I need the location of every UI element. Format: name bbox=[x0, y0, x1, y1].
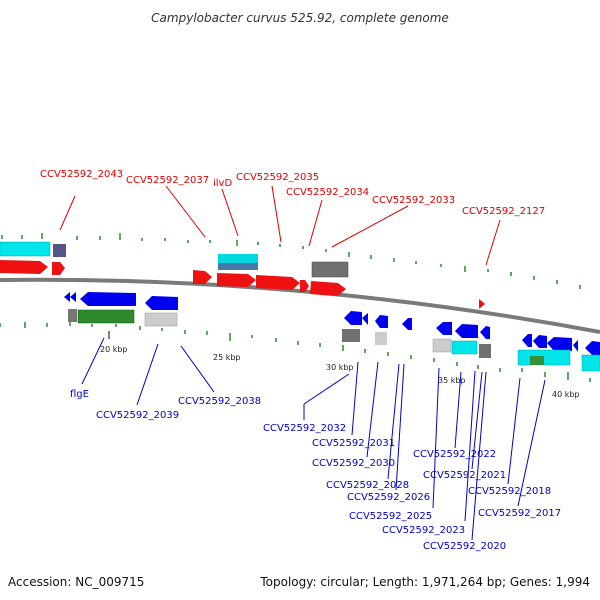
gene-label: CCV52592_2031 bbox=[312, 438, 395, 449]
forward-gene-arrow bbox=[310, 281, 346, 296]
gene-label: CCV52592_2028 bbox=[326, 480, 409, 491]
gene-label: CCV52592_2021 bbox=[423, 470, 506, 481]
ruler-label: 40 kbp bbox=[552, 390, 580, 399]
ruler: 20 kbp 25 kbp 30 kbp 35 kbp 40 kbp bbox=[100, 331, 580, 399]
ruler-label: 35 kbp bbox=[438, 376, 466, 385]
gc-ticks-lower bbox=[0, 322, 591, 382]
gene-label: CCV52592_2038 bbox=[178, 396, 261, 407]
gene-label: CCV52592_2022 bbox=[413, 449, 496, 460]
gene-label: CCV52592_2033 bbox=[372, 195, 455, 206]
gene-label: ilvD bbox=[213, 178, 232, 189]
top-leader-lines bbox=[59, 185, 501, 266]
ruler-label: 30 kbp bbox=[326, 363, 354, 372]
reverse-gene-arrow bbox=[522, 334, 532, 347]
forward-gene-arrow bbox=[479, 299, 485, 309]
forward-gene-arrow bbox=[256, 275, 300, 290]
pseudogene bbox=[375, 332, 387, 345]
gene-label: CCV52592_2037 bbox=[126, 175, 209, 186]
forward-gene-arrow bbox=[300, 280, 309, 292]
gene-block bbox=[77, 309, 135, 324]
ruler-label: 20 kbp bbox=[100, 345, 128, 354]
pseudogene bbox=[144, 312, 178, 327]
forward-gene-arrow bbox=[52, 262, 65, 275]
pseudogene bbox=[432, 338, 452, 353]
reverse-gene-arrow bbox=[436, 322, 452, 335]
gene-block bbox=[53, 244, 66, 257]
gene-label: CCV52592_2034 bbox=[286, 187, 369, 198]
gene-label: CCV52592_2023 bbox=[382, 525, 465, 536]
gene-label: CCV52592_2035 bbox=[236, 172, 319, 183]
gene-label: flgE bbox=[70, 389, 89, 400]
bottom-labels: flgE CCV52592_2039 CCV52592_2038 CCV5259… bbox=[70, 389, 561, 552]
reverse-gene-arrow bbox=[64, 292, 70, 302]
reverse-gene-arrow bbox=[480, 326, 490, 339]
genome-summary-text: Topology: circular; Length: 1,971,264 bp… bbox=[259, 575, 590, 589]
gene-label: CCV52592_2043 bbox=[40, 169, 123, 180]
reverse-gene-arrow bbox=[362, 313, 368, 325]
rna-feature bbox=[451, 340, 478, 355]
gene-block bbox=[530, 356, 544, 365]
reverse-gene-arrow bbox=[70, 292, 76, 302]
gene-label: CCV52592_2039 bbox=[96, 410, 179, 421]
pseudogene bbox=[68, 309, 77, 322]
reverse-strand-genes bbox=[64, 292, 600, 372]
reverse-gene-arrow bbox=[455, 324, 478, 338]
reverse-gene-arrow bbox=[585, 341, 600, 355]
reverse-gene-arrow bbox=[375, 315, 388, 328]
forward-strand-genes bbox=[0, 241, 485, 309]
gene-label: CCV52592_2025 bbox=[349, 511, 432, 522]
rna-feature bbox=[581, 354, 600, 372]
rna-feature bbox=[218, 254, 258, 263]
gene-label: CCV52592_2030 bbox=[312, 458, 395, 469]
gene-label: CCV52592_2020 bbox=[423, 541, 506, 552]
gene-label: CCV52592_2026 bbox=[347, 492, 430, 503]
gene-label: CCV52592_2127 bbox=[462, 206, 545, 217]
reverse-gene-arrow bbox=[547, 337, 572, 351]
bottom-leader-lines bbox=[81, 337, 546, 541]
gene-label: CCV52592_2032 bbox=[263, 423, 346, 434]
gene-label: CCV52592_2018 bbox=[468, 486, 551, 497]
gene-label: CCV52592_2017 bbox=[478, 508, 561, 519]
map-title: Campylobacter curvus 525.92, complete ge… bbox=[151, 11, 449, 25]
pseudogene bbox=[342, 329, 360, 342]
reverse-gene-arrow bbox=[533, 335, 547, 348]
pseudogene bbox=[311, 261, 349, 278]
ruler-label: 25 kbp bbox=[213, 353, 241, 362]
gene-block bbox=[218, 263, 258, 270]
forward-gene-arrow bbox=[0, 260, 48, 274]
reverse-gene-arrow bbox=[344, 311, 362, 325]
gc-ticks-upper bbox=[1, 233, 581, 289]
forward-gene-arrow bbox=[193, 270, 212, 284]
reverse-gene-arrow bbox=[573, 340, 578, 352]
accession-text: Accession: NC_009715 bbox=[8, 575, 144, 589]
pseudogene bbox=[479, 344, 491, 358]
rna-feature bbox=[0, 241, 51, 257]
reverse-gene-arrow bbox=[145, 296, 178, 310]
reverse-gene-arrow bbox=[402, 318, 412, 330]
forward-gene-arrow bbox=[217, 273, 256, 287]
reverse-gene-arrow bbox=[80, 292, 136, 306]
top-labels: CCV52592_2043 CCV52592_2037 ilvD CCV5259… bbox=[40, 169, 545, 217]
